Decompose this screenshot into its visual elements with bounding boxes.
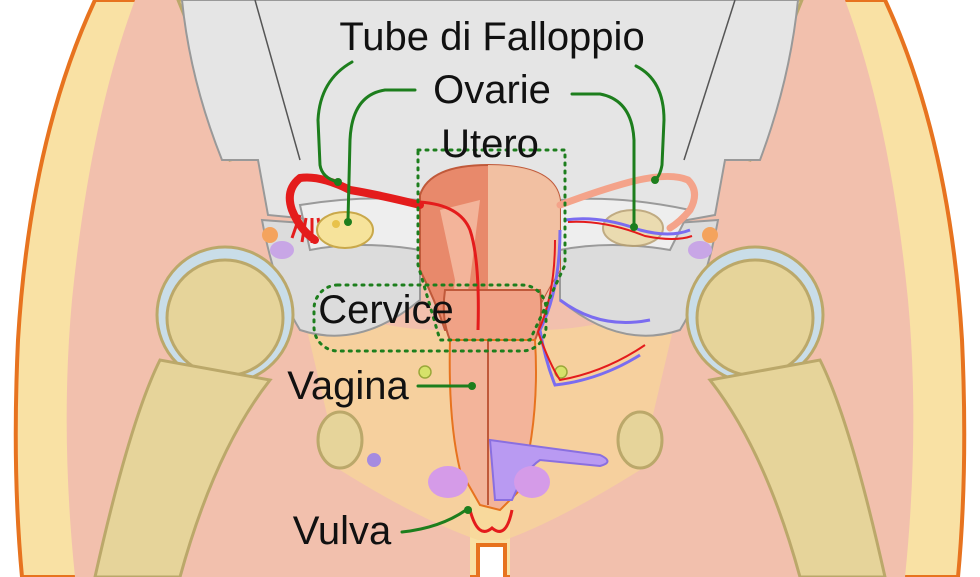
- label-ovaries: Ovarie: [433, 68, 551, 112]
- leader-lines: [316, 60, 666, 534]
- node-right-a: [702, 227, 718, 243]
- bulb-right: [514, 466, 550, 498]
- vulva-shape: [468, 509, 514, 533]
- leader-vulva: [400, 508, 468, 534]
- label-tubes: Tube di Falloppio: [339, 15, 644, 59]
- leader-tubes-left: [316, 60, 354, 184]
- leader-ovaries-left: [346, 88, 417, 222]
- leader-tubes-right: [634, 64, 666, 182]
- femur-head-left: [165, 258, 285, 378]
- node-left-b: [270, 241, 294, 259]
- node-lower-left: [367, 453, 381, 467]
- leader-tubes-left-dot: [334, 178, 342, 186]
- ovary-left: [316, 211, 374, 249]
- veins-right: [538, 217, 691, 387]
- leader-vulva-dot: [464, 506, 472, 514]
- pubic-right: [616, 410, 664, 470]
- node-lymph-left: [418, 365, 432, 379]
- suspensory-right: [683, 0, 736, 161]
- outlines: [254, 0, 736, 353]
- bladder-structure: [488, 438, 609, 501]
- pubic-left: [316, 410, 364, 470]
- cervix-outline: [312, 283, 548, 353]
- leader-ovaries-left-dot: [344, 218, 352, 226]
- leader-ovaries-right-dot: [630, 223, 638, 231]
- uterine-artery: [419, 200, 480, 331]
- fimbriae-left: [290, 214, 324, 243]
- fallopian-tube-right: [556, 173, 698, 232]
- label-uterus: Utero: [441, 122, 539, 166]
- label-vagina: Vagina: [287, 364, 409, 408]
- femur-left: [93, 358, 273, 577]
- suspensory-left: [254, 0, 301, 161]
- femur-right: [707, 358, 887, 577]
- femur-head-right: [695, 258, 815, 378]
- leader-vagina-dot: [468, 382, 476, 390]
- ovary-left-follicle: [332, 220, 340, 228]
- pelvic-bones: [93, 0, 887, 577]
- reproductive-organs: [285, 163, 698, 533]
- label-vulva: Vulva: [293, 509, 392, 553]
- leader-tubes-right-dot: [651, 176, 659, 184]
- uterus-outline: [416, 148, 567, 342]
- uterus-cutaway: [488, 165, 560, 330]
- node-left-a: [262, 227, 278, 243]
- leader-ovaries-right: [570, 92, 636, 227]
- arteries-right: [536, 220, 693, 382]
- label-cervix: Cervice: [318, 288, 454, 332]
- node-right-b: [688, 241, 712, 259]
- labels: Tube di Falloppio Ovarie Utero Cervice V…: [287, 15, 644, 553]
- bulb-left: [428, 466, 468, 498]
